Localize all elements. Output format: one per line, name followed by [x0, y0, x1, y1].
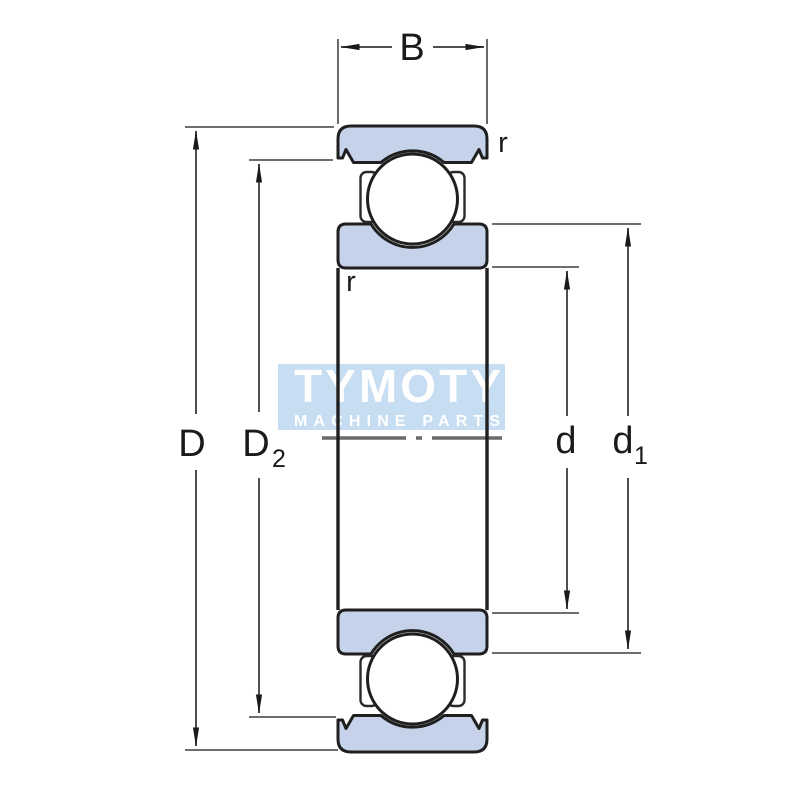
bearing-top-section: [336, 124, 489, 270]
ball-top: [366, 152, 459, 246]
dimension-D: D: [178, 126, 338, 751]
label-r-top: r: [498, 127, 508, 159]
ball-bottom: [366, 632, 459, 726]
label-d: d: [555, 420, 576, 462]
dimension-d1: d 1: [492, 223, 648, 654]
dimension-d: d: [492, 266, 579, 614]
dimension-B: B: [337, 27, 488, 124]
dimension-D2: D 2: [242, 159, 336, 718]
bearing-bottom-section: [336, 608, 489, 754]
label-d1-base: d: [612, 420, 633, 462]
outer-ring-bottom: [336, 714, 489, 754]
watermark-background: [278, 364, 505, 430]
watermark: TYMOTY MACHINE PARTS: [278, 360, 505, 430]
label-D2-subscript: 2: [272, 445, 286, 473]
label-B: B: [399, 27, 424, 69]
label-d1-subscript: 1: [634, 442, 648, 470]
fillet-radius-labels: r r: [346, 127, 508, 298]
inner-ring-top: [336, 222, 489, 270]
label-r-bottom: r: [346, 266, 356, 298]
outer-ring-top: [336, 124, 489, 164]
bearing-cross-section: [336, 124, 489, 754]
inner-ring-bottom: [336, 608, 489, 656]
label-D2-base: D: [242, 423, 269, 465]
label-D: D: [178, 423, 205, 465]
